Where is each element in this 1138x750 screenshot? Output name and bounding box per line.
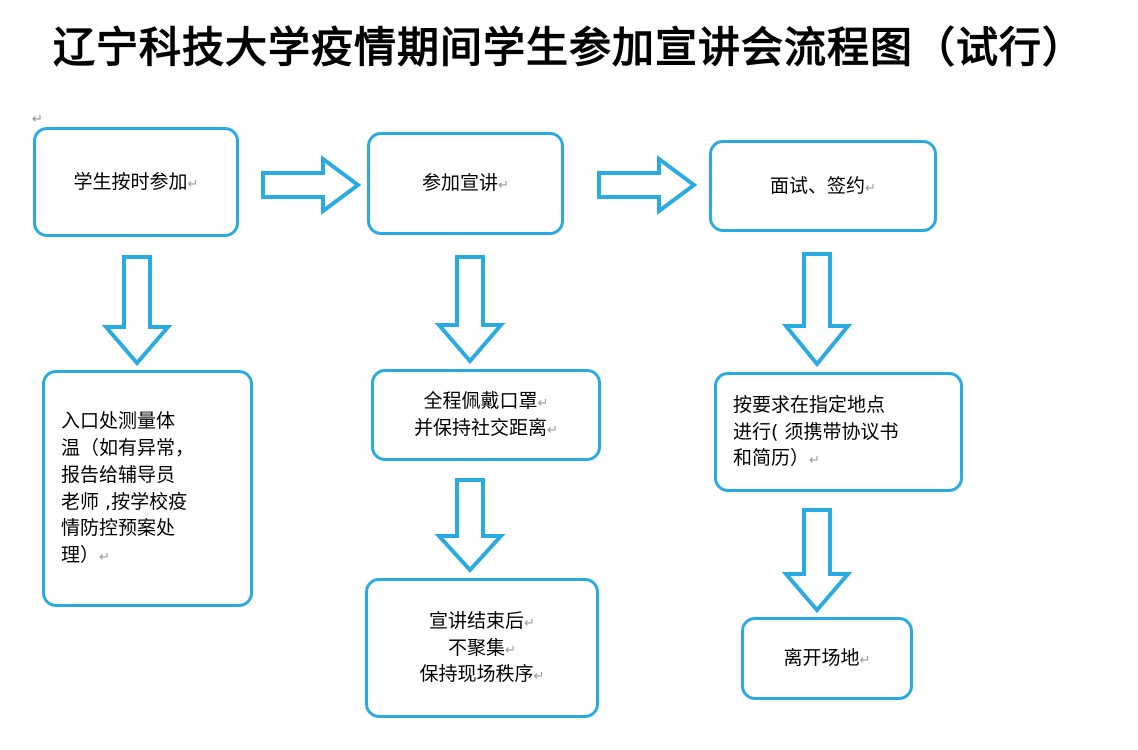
node-line: 温（如有异常，	[61, 436, 195, 459]
pilcrow-mark: ↵	[859, 653, 871, 669]
arrow-down-n6-to-n8	[781, 508, 853, 614]
stray-pilcrow-mark: ↵	[32, 112, 43, 127]
flow-node-text: 面试、签约↵	[712, 173, 934, 200]
node-line: 不聚集	[448, 636, 506, 659]
node-line: 按要求在指定地点	[733, 393, 886, 416]
node-line: 进行( 须携带协议书	[733, 420, 899, 443]
flow-node-text: 离开场地↵	[744, 645, 910, 672]
node-line: 并保持社交距离	[414, 417, 548, 439]
node-line: 和简历）	[733, 447, 810, 470]
pilcrow-mark: ↵	[865, 180, 876, 196]
flow-node-attend-session[interactable]: 参加宣讲↵	[367, 132, 564, 235]
flow-node-student-attend[interactable]: 学生按时参加↵	[33, 127, 239, 237]
node-line: 全程佩戴口罩	[423, 390, 538, 413]
pilcrow-mark: ↵	[547, 423, 558, 438]
arrow-down-n1-to-n4	[101, 255, 173, 367]
node-line: 保持现场秩序	[419, 663, 534, 686]
node-line: 面试、签约	[770, 174, 866, 197]
pilcrow-mark: ↵	[533, 669, 545, 685]
pilcrow-mark: ↵	[537, 396, 549, 412]
node-line: 情防控预案处	[61, 517, 176, 540]
node-line: 宣讲结束后	[429, 609, 525, 632]
node-line: 离开场地	[783, 647, 860, 670]
pilcrow-mark: ↵	[505, 642, 516, 658]
flow-node-text: 参加宣讲↵	[370, 170, 561, 197]
pilcrow-mark: ↵	[809, 453, 820, 469]
pilcrow-mark: ↵	[99, 550, 110, 566]
pilcrow-mark: ↵	[187, 176, 199, 192]
flow-node-text: 全程佩戴口罩↵ 并保持社交距离↵	[374, 388, 598, 442]
node-line: 报告给辅导员	[61, 463, 176, 486]
arrow-right-n1-to-n2	[261, 155, 361, 215]
pilcrow-mark: ↵	[524, 615, 535, 631]
arrow-right-n2-to-n3	[597, 155, 697, 215]
flow-node-no-gathering[interactable]: 宣讲结束后↵ 不聚集↵ 保持现场秩序↵	[365, 578, 599, 718]
arrow-down-n5-to-n7	[434, 478, 506, 574]
flow-node-designated-location[interactable]: 按要求在指定地点 进行( 须携带协议书 和简历）↵	[714, 372, 963, 492]
flow-node-interview-signing[interactable]: 面试、签约↵	[709, 140, 937, 232]
flow-node-text: 入口处测量体 温（如有异常， 报告给辅导员 老师 ,按学校疫 情防控预案处 理）…	[45, 408, 250, 570]
node-line: 理）	[61, 544, 100, 567]
flow-node-leave-venue[interactable]: 离开场地↵	[741, 617, 913, 700]
page-title: 辽宁科技大学疫情期间学生参加宣讲会流程图（试行）	[52, 23, 1085, 72]
arrow-down-n2-to-n5	[434, 255, 506, 365]
node-line: 参加宣讲	[422, 172, 499, 195]
node-line: 入口处测量体	[61, 409, 176, 432]
flow-node-mask-distance[interactable]: 全程佩戴口罩↵ 并保持社交距离↵	[371, 369, 601, 461]
pilcrow-mark: ↵	[498, 178, 509, 194]
flow-node-text: 按要求在指定地点 进行( 须携带协议书 和简历）↵	[717, 392, 960, 473]
node-line: 老师 ,按学校疫	[61, 490, 188, 513]
arrow-down-n3-to-n6	[781, 252, 853, 368]
flow-node-temperature-check[interactable]: 入口处测量体 温（如有异常， 报告给辅导员 老师 ,按学校疫 情防控预案处 理）…	[42, 370, 253, 607]
flow-node-text: 学生按时参加↵	[36, 169, 236, 196]
node-line: 学生按时参加	[73, 170, 188, 193]
flow-node-text: 宣讲结束后↵ 不聚集↵ 保持现场秩序↵	[368, 608, 596, 689]
